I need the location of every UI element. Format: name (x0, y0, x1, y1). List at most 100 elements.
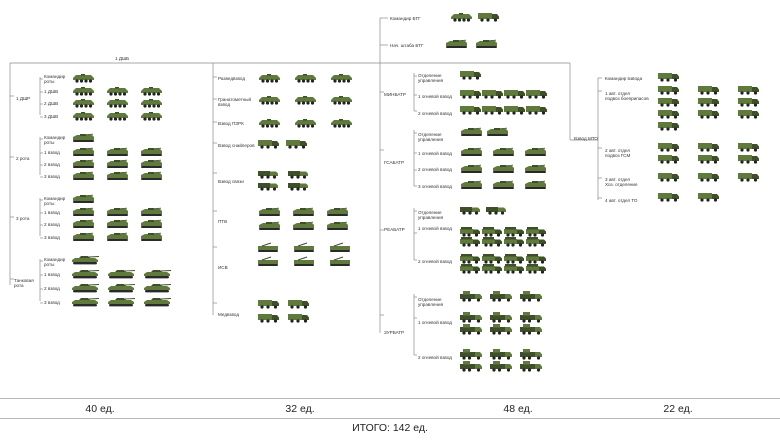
col3-group-4-row-3-label: 2 огневой взвод (418, 355, 452, 360)
col3-group-4-row-3-vehicle-6 (520, 361, 542, 372)
col3-group-3-row-3-vehicle-8 (526, 264, 546, 274)
unit-4-row-2-label: 1 взвод (44, 272, 60, 277)
col3-group-4-row-2-vehicle-6 (520, 324, 542, 335)
col2-row-8-vehicle-3 (258, 314, 279, 323)
unit-4-row-3-vehicle-3 (144, 284, 172, 293)
col4-row-2-vehicle-10 (658, 122, 679, 131)
col2-row-8-vehicle-2 (288, 300, 309, 309)
col2-row-5-vehicle-1 (258, 171, 278, 179)
col3-group-1-row-2-vehicle-3 (504, 90, 525, 99)
col3-group-1-row-3-vehicle-4 (526, 106, 547, 115)
col3-group-3-row-1-vehicle-1 (460, 207, 480, 215)
unit-2-row-3-vehicle-3 (141, 159, 162, 168)
col2-row-5-label: Взвод связи (218, 179, 244, 184)
col2-row-1-label: Разведвзвод (218, 76, 246, 81)
col4-row-2-vehicle-6 (738, 98, 759, 107)
unit-4-row-2-vehicle-3 (144, 270, 172, 279)
unit-3-row-3-vehicle-1 (73, 219, 94, 228)
col3-group-3-row-2-vehicle-3 (504, 227, 524, 237)
col4-row-5-vehicle-1 (658, 193, 679, 202)
col2-row-5-vehicle-3 (258, 183, 278, 191)
col3-group-2-row-2-vehicle-3 (525, 147, 546, 156)
col3-group-3-row-2-vehicle-1 (460, 227, 480, 237)
col3-group-4-row-2-vehicle-3 (520, 312, 542, 323)
unit-1-row-4-label: 3 ДШВ (44, 114, 59, 119)
col2-row-1-vehicle-3 (331, 74, 352, 83)
unit-1-row-2-vehicle-3 (141, 87, 162, 96)
col4-row-5-label: 4 авт. отдел ТО (605, 198, 638, 203)
col4-row-2-vehicle-2 (698, 86, 719, 95)
col3-group-2-row-3-label: 2 огневой взвод (418, 167, 452, 172)
col3-group-4-row-2-vehicle-4 (460, 324, 482, 335)
unit-3-row-4-vehicle-2 (107, 232, 128, 241)
col3-group-3-row-2-vehicle-6 (482, 237, 502, 247)
col3-group-4-row-2-vehicle-1 (460, 312, 482, 323)
col3-group-3-row-2-vehicle-5 (460, 237, 480, 247)
col3-group-3-row-2-vehicle-4 (526, 227, 546, 237)
unit-2-row-2-vehicle-1 (73, 147, 94, 156)
commander-vehicle-1 (451, 13, 472, 22)
unit-2-row-4-vehicle-2 (107, 171, 128, 180)
col3-group-2-row-2-vehicle-1 (461, 147, 482, 156)
unit-2-row-3-label: 2 взвод (44, 162, 60, 167)
col4-row-4-label: 3 авт. отдел Хоз. отделение (605, 177, 638, 188)
col2-row-2-vehicle-3 (331, 96, 352, 105)
col4-row-3-vehicle-2 (698, 143, 719, 152)
col3-group-4-row-1-vehicle-2 (490, 291, 512, 302)
col2-row-7-vehicle-3 (330, 242, 350, 252)
col3-group-2-row-1-label: Отделение управления (418, 132, 444, 143)
col2-row-2-label: Гранатометный взвод (218, 97, 252, 108)
col3-group-3-row-2-label: 1 огневой взвод (418, 226, 452, 231)
col3-group-4-row-3-vehicle-3 (520, 349, 542, 360)
col4-row-1-label: Командир взвода (605, 76, 643, 81)
unit-4-row-3-vehicle-2 (108, 284, 136, 293)
col2-row-3-vehicle-1 (259, 119, 280, 128)
col3-group-2-label: ГСАБАТР (384, 160, 405, 165)
col2-row-7-vehicle-4 (258, 256, 278, 266)
col4-row-2-vehicle-8 (698, 110, 719, 119)
col3-group-4-row-2-vehicle-2 (490, 312, 512, 323)
col4-row-2-label: 1 авт. отдел подвоз боеприпасов (605, 91, 649, 102)
total-col1: 40 ед. (85, 403, 115, 415)
col4-row-3-label: 2 авт. отдел подвоз ГСМ (605, 148, 631, 159)
unit-3-row-2-vehicle-1 (73, 207, 94, 216)
root-label: 1 ДШБ (115, 56, 130, 61)
unit-3-row-3-vehicle-3 (141, 219, 162, 228)
col3-group-4-row-3-vehicle-1 (460, 349, 482, 360)
col3-group-2-row-2-vehicle-2 (493, 147, 514, 156)
col2-row-8-vehicle-4 (288, 314, 309, 323)
col2-row-6-vehicle-1 (259, 207, 280, 216)
unit-4-row-2-vehicle-2 (108, 270, 136, 279)
unit-1-row-3-vehicle-1 (73, 99, 94, 108)
footer-divider-top (0, 398, 780, 399)
col2-row-7-vehicle-6 (330, 256, 350, 266)
col4-row-3-vehicle-6 (738, 155, 759, 164)
col3-group-4-row-2-label: 1 огневой взвод (418, 320, 452, 325)
unit-4-row-1-vehicle-1 (72, 256, 100, 265)
col3-group-2-row-4-vehicle-1 (461, 180, 482, 189)
col3-group-1-row-2-vehicle-1 (460, 90, 481, 99)
unit-1-row-2-vehicle-2 (107, 87, 128, 96)
col2-row-2-vehicle-2 (295, 96, 316, 105)
col3-group-4-row-3-vehicle-2 (490, 349, 512, 360)
col3-group-1-row-3-vehicle-1 (460, 106, 481, 115)
col2-row-6-vehicle-6 (327, 221, 348, 230)
chief-of-staff-vehicle-2 (476, 39, 497, 48)
col2-row-5-vehicle-4 (288, 183, 308, 191)
col3-group-3-row-2-vehicle-8 (526, 237, 546, 247)
col3-group-2-row-1-vehicle-2 (487, 127, 508, 136)
unit-2-row-2-label: 1 взвод (44, 150, 60, 155)
unit-1-row-2-vehicle-1 (73, 87, 94, 96)
col4-row-4-vehicle-3 (738, 173, 759, 182)
unit-2-label: 2 рота (16, 156, 30, 161)
col3-group-1-row-1-vehicle-1 (460, 71, 481, 80)
unit-1-row-4-vehicle-1 (73, 112, 94, 121)
col3-group-4-row-1-vehicle-1 (460, 291, 482, 302)
unit-1-row-4-vehicle-3 (141, 112, 162, 121)
mto-label: Взвод МТО (574, 136, 598, 141)
unit-3-row-4-vehicle-1 (73, 232, 94, 241)
col3-group-1-row-1-label: Отделение управления (418, 73, 444, 84)
col4-row-5-vehicle-2 (698, 193, 719, 202)
unit-2-row-2-vehicle-3 (141, 147, 162, 156)
col4-row-2-vehicle-3 (738, 86, 759, 95)
